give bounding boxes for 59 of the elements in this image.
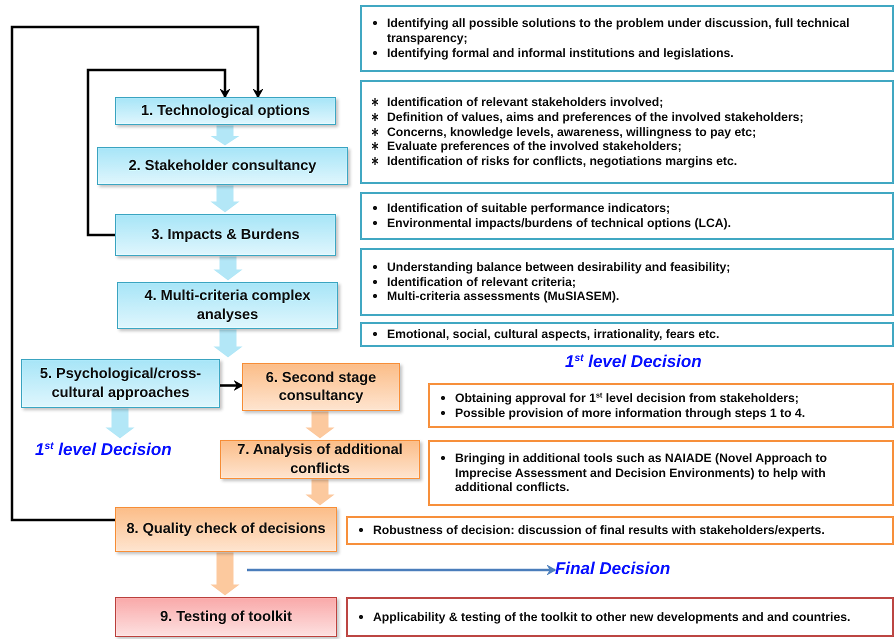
process-box: [115, 214, 336, 256]
bullet-text: Identification of relevant stakeholders involved;: [387, 94, 664, 110]
block-arrow: [302, 478, 338, 507]
process-box: [242, 363, 400, 411]
bullet-text: Obtaining approval for 1$^{st}$ level decision from stakeholders;: [455, 390, 799, 406]
note-box: [360, 192, 894, 240]
step-label: 4. Multi-criteria complex analyses: [144, 287, 312, 324]
process-box: [220, 440, 420, 479]
step-label: 5. Psychological/cross-cultural approaches: [38, 365, 202, 402]
bullet-text: Identification of suitable performance indicators;: [387, 201, 670, 216]
arrow: [10, 26, 264, 522]
bullet-text: Concerns, knowledge levels, awareness, willingness to pay etc;: [387, 124, 756, 140]
bullet-text: Applicability & testing of the toolkit to other new developments and and countries.: [373, 610, 850, 624]
arrow: [247, 564, 556, 576]
step-label: 7. Analysis of additional conflicts: [236, 441, 404, 478]
bullet-text: Possible provision of more information through steps 1 to 4.: [455, 406, 806, 420]
note-box: [346, 597, 894, 637]
process-box: [97, 147, 348, 185]
block-arrow: [102, 408, 138, 440]
process-box: [115, 97, 336, 125]
process-box: [115, 597, 337, 637]
bullet-text: Evaluate preferences of the involved stakeholders;: [387, 139, 682, 154]
step-label: 8. Quality check of decisions: [126, 520, 326, 539]
bullet-text: Environmental impacts/burdens of technical options (LCA).: [387, 216, 731, 231]
decision-label: 1$^{st}$ level Decision: [35, 440, 172, 460]
bullet-text: Identification of relevant criteria;: [387, 274, 576, 290]
block-arrow: [208, 184, 242, 214]
note-box: [360, 80, 894, 184]
note-box: [428, 383, 894, 428]
block-arrow: [210, 328, 246, 359]
bullet-text: Robustness of decision: discussion of final results with stakeholders/experts.: [373, 523, 825, 538]
process-box: [21, 359, 220, 408]
decision-label: 1$^{st}$ level Decision: [565, 352, 702, 372]
arrow: [86, 68, 230, 236]
process-box: [115, 507, 337, 552]
step-label: 9. Testing of toolkit: [160, 608, 292, 626]
bullet-text: Identifying formal and informal institutions and legislations.: [387, 46, 734, 61]
note-box: [360, 5, 894, 72]
step-label: 3. Impacts & Burdens: [151, 226, 300, 244]
bullet-text: Identifying all possible solutions to the problem under discussion, full technical transparency;: [387, 16, 851, 46]
block-arrow: [208, 552, 242, 597]
note-box: [428, 440, 894, 506]
bullet-text: Understanding balance between desirability and feasibility;: [387, 260, 730, 275]
bullet-text: Bringing in additional tools such as NAIADE (Novel Approach to Imprecise Assessment and Decision Environments) to help with additional conflicts.: [455, 450, 828, 496]
bullet-text: Emotional, social, cultural aspects, irrationality, fears etc.: [387, 327, 720, 342]
note-box: [360, 248, 894, 316]
bullet-text: Definition of values, aims and preferences of the involved stakeholders;: [387, 110, 804, 125]
block-arrow: [302, 410, 338, 440]
decision-label: Final Decision: [555, 559, 670, 579]
arrow: [220, 380, 244, 391]
bullet-text: Identification of risks for conflicts, negotiations margins etc.: [387, 154, 738, 170]
bullet-text: Multi-criteria assessments (MuSIASEM).: [387, 289, 620, 304]
note-box: [346, 516, 894, 545]
step-label: 1. Technological options: [141, 102, 310, 120]
process-box: [117, 282, 338, 329]
block-arrow: [210, 256, 246, 282]
step-label: 2. Stakeholder consultancy: [128, 156, 316, 176]
note-box: [360, 322, 894, 347]
step-label: 6. Second stage consultancy: [264, 368, 378, 406]
